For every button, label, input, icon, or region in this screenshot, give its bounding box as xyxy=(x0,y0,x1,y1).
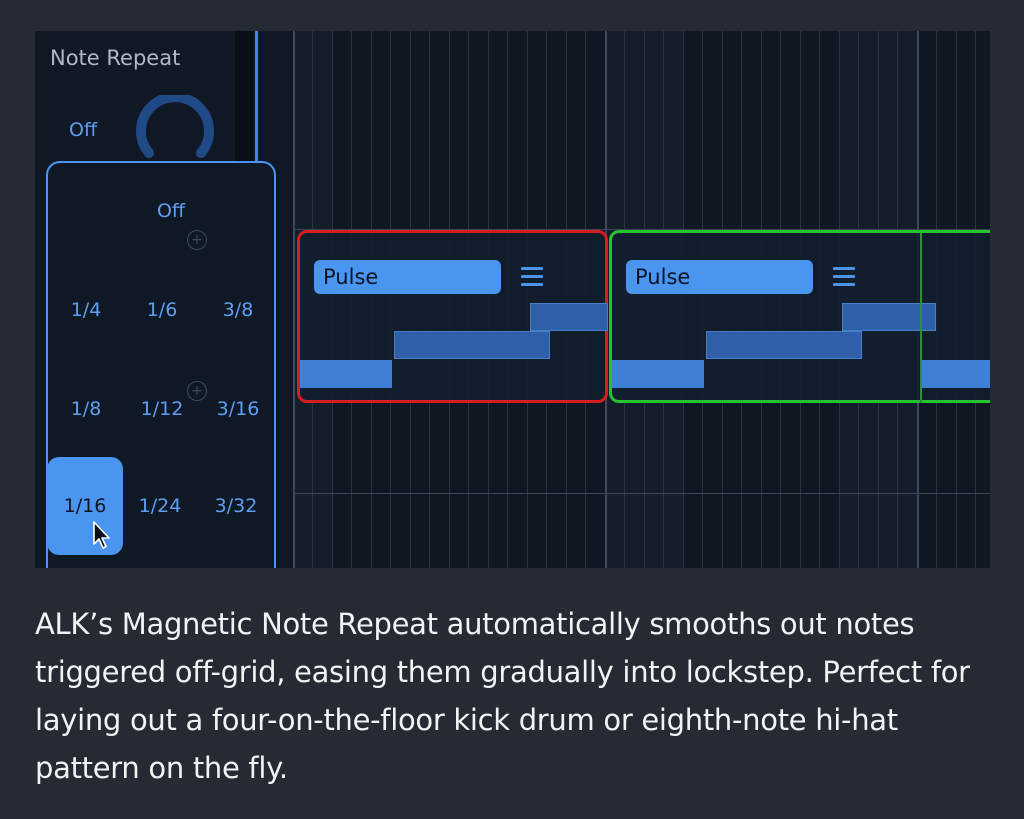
caption-line: pattern on the fly. xyxy=(35,751,288,785)
caption: ALK’s Magnetic Note Repeat automatically… xyxy=(35,600,995,792)
hamburger-menu-icon[interactable] xyxy=(833,267,855,287)
note[interactable] xyxy=(922,360,990,388)
grid-line xyxy=(293,31,295,568)
option-1-8[interactable]: 1/8 xyxy=(70,398,102,420)
note[interactable] xyxy=(612,360,704,388)
option-3-8[interactable]: 3/8 xyxy=(222,299,254,321)
plus-icon: + xyxy=(187,381,207,401)
option-1-12[interactable]: 1/12 xyxy=(140,398,184,420)
option-off[interactable]: Off xyxy=(156,200,186,222)
caption-line: triggered off-grid, easing them graduall… xyxy=(35,655,970,689)
clip-label[interactable]: Pulse xyxy=(626,260,813,294)
note[interactable] xyxy=(300,360,392,388)
hamburger-menu-icon[interactable] xyxy=(521,267,543,287)
note-repeat-knob[interactable] xyxy=(135,95,215,175)
option-1-16-selected[interactable] xyxy=(47,457,123,555)
note-repeat-panel: Note Repeat Off xyxy=(35,31,245,161)
option-1-24[interactable]: 1/24 xyxy=(138,495,182,517)
note-repeat-value: Off xyxy=(69,119,98,141)
clip-pulse-green[interactable]: Pulse xyxy=(609,230,990,403)
option-3-16[interactable]: 3/16 xyxy=(216,398,260,420)
clip-loop-divider xyxy=(920,233,922,403)
caption-line: laying out a four-on-the-floor kick drum… xyxy=(35,703,898,737)
caption-line: ALK’s Magnetic Note Repeat automatically… xyxy=(35,607,915,641)
option-3-32[interactable]: 3/32 xyxy=(214,495,258,517)
grid-row-line xyxy=(293,229,990,230)
option-1-16[interactable]: 1/16 xyxy=(63,495,107,517)
clip-pulse-red[interactable]: Pulse xyxy=(297,230,608,403)
note[interactable] xyxy=(706,331,862,359)
note-repeat-title: Note Repeat xyxy=(50,46,181,70)
option-1-6[interactable]: 1/6 xyxy=(146,299,178,321)
option-1-4[interactable]: 1/4 xyxy=(70,299,102,321)
clip-label[interactable]: Pulse xyxy=(314,260,501,294)
note[interactable] xyxy=(530,303,608,331)
mouse-cursor-icon xyxy=(93,521,110,549)
grid-row-line xyxy=(293,493,990,494)
app-screenshot: Pulse Pulse Note Repeat Off Off xyxy=(35,31,990,568)
note[interactable] xyxy=(394,331,550,359)
plus-icon: + xyxy=(187,230,207,250)
